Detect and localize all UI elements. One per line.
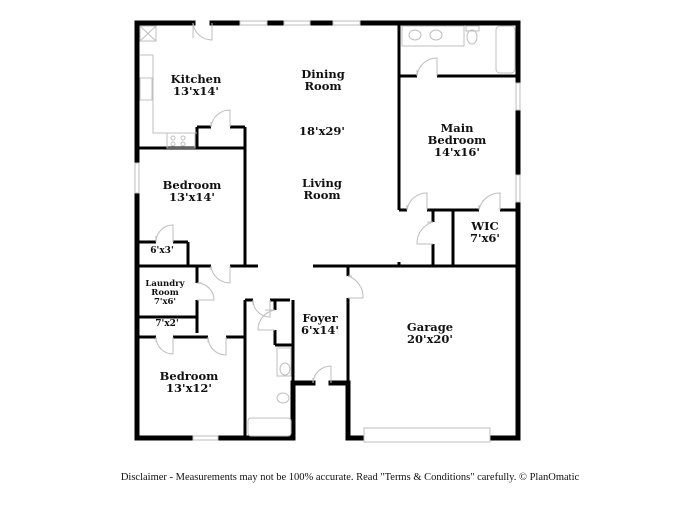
hall-vanity xyxy=(276,347,292,377)
interior-walls xyxy=(137,23,518,438)
fixtures xyxy=(139,25,516,437)
double-vanity xyxy=(401,25,465,47)
room-label-closet-7x2: 7'x2' xyxy=(155,319,179,329)
room-label-garage: Garage 20'x20' xyxy=(406,320,454,347)
bathtub-icon xyxy=(495,25,516,74)
room-label-laundry: Laundry Room 7'x6' xyxy=(145,279,185,307)
disclaimer-text: Disclaimer - Measurements may not be 100… xyxy=(120,472,580,483)
doors xyxy=(155,22,501,384)
room-label-wic: WIC 7'x6' xyxy=(470,219,500,246)
room-label-foyer: Foyer 6'x14' xyxy=(301,311,339,338)
hall-toilet-icon xyxy=(276,392,290,404)
hall-bathtub-icon xyxy=(247,417,292,437)
stove-icon xyxy=(166,132,196,149)
room-label-main-bedroom: Main Bedroom 14'x16' xyxy=(427,121,487,160)
windows xyxy=(134,20,521,443)
exterior-walls xyxy=(134,20,521,441)
toilet-icon xyxy=(465,25,480,32)
room-label-bedroom-1: Bedroom 13'x14' xyxy=(162,178,222,205)
room-label-kitchen: Kitchen 13'x14' xyxy=(170,72,222,99)
room-label-dining: Dining Room xyxy=(301,67,345,94)
sink-icon xyxy=(139,77,153,101)
refrigerator-icon xyxy=(139,25,157,42)
room-dims-dining-living: 18'x29' xyxy=(299,124,345,138)
room-label-bedroom-2: Bedroom 13'x12' xyxy=(159,369,219,396)
room-label-closet-6x3: 6'x3' xyxy=(150,246,174,256)
room-label-living: Living Room xyxy=(302,176,342,203)
